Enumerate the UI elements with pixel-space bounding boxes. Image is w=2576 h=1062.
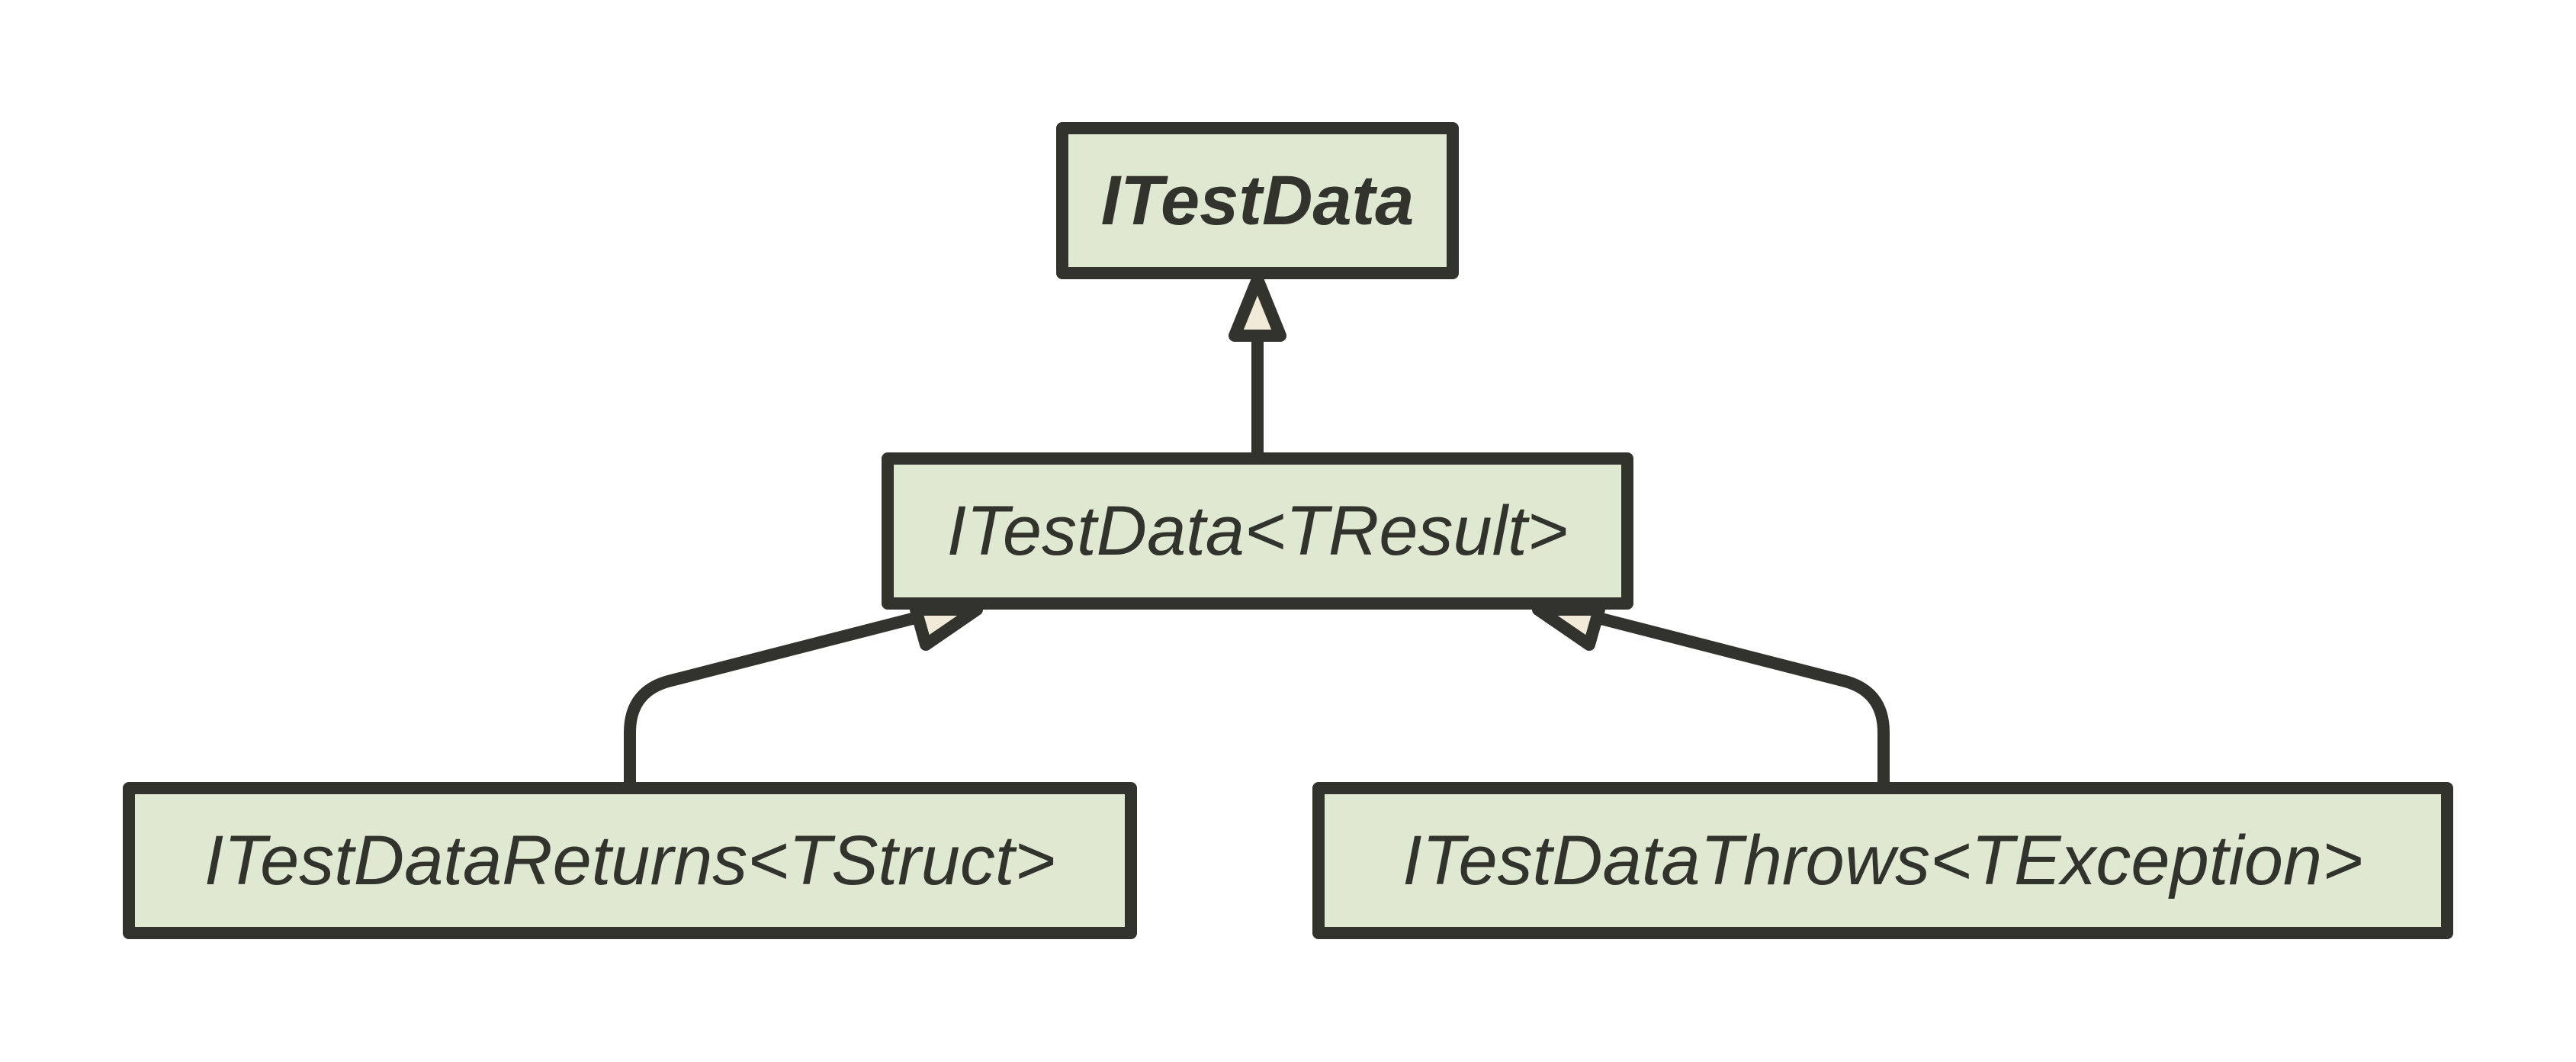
- edge-throws-to-generic: [1586, 610, 1890, 788]
- class-node-label: ITestDataThrows<TException>: [1402, 821, 2363, 899]
- class-node-itestdatareturns-tstruct: ITestDataReturns<TStruct>: [123, 782, 1137, 939]
- class-node-itestdata-tresult: ITestData<TResult>: [882, 452, 1633, 610]
- inheritance-arrowhead-left: [910, 603, 983, 651]
- class-node-itestdata: ITestData: [1056, 122, 1459, 279]
- inheritance-arrowhead-root: [1229, 273, 1286, 342]
- class-node-label: ITestDataReturns<TStruct>: [204, 821, 1056, 899]
- class-node-label: ITestData: [1100, 161, 1415, 240]
- class-node-itestdatathrows-texception: ITestDataThrows<TException>: [1312, 782, 2453, 939]
- class-node-label: ITestData<TResult>: [946, 491, 1569, 570]
- inheritance-arrowhead-right: [1532, 603, 1605, 651]
- edge-returns-to-generic: [624, 610, 927, 788]
